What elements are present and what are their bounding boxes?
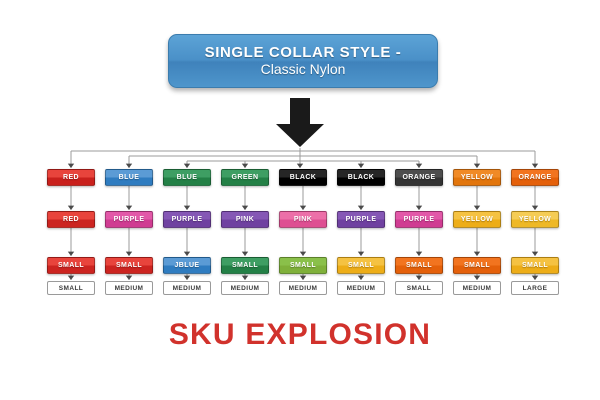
color-row-node: BLUE xyxy=(163,169,211,186)
sku-row-node: MEDIUM xyxy=(163,281,211,295)
color-row-node: BLACK xyxy=(279,169,327,186)
size-row-node: SMALL xyxy=(395,257,443,274)
color-row-node: YELLOW xyxy=(453,169,501,186)
variant-row-node: PURPLE xyxy=(105,211,153,228)
variant-row-node: RED xyxy=(47,211,95,228)
variant-row-node: PURPLE xyxy=(163,211,211,228)
header-box: SINGLE COLLAR STYLE - Classic Nylon xyxy=(168,34,438,88)
size-row-node: SMALL xyxy=(47,257,95,274)
header-title-line1: SINGLE COLLAR STYLE - xyxy=(204,43,402,61)
color-row-node: RED xyxy=(47,169,95,186)
sku-row-node: MEDIUM xyxy=(105,281,153,295)
down-arrow-icon xyxy=(276,98,324,147)
sku-row-node: MEDIUM xyxy=(279,281,327,295)
size-row-node: JBLUE xyxy=(163,257,211,274)
size-row-node: SMALL xyxy=(279,257,327,274)
size-row-node: SMALL xyxy=(453,257,501,274)
sku-explosion-title: SKU EXPLOSION xyxy=(168,318,432,351)
color-row-node: ORANGE xyxy=(395,169,443,186)
size-row-node: SMALL xyxy=(337,257,385,274)
color-row-node: GREEN xyxy=(221,169,269,186)
size-row-node: SMALL xyxy=(511,257,559,274)
variant-row-node: PINK xyxy=(221,211,269,228)
size-row-node: SMALL xyxy=(105,257,153,274)
sku-row-node: MEDIUM xyxy=(337,281,385,295)
variant-row-node: YELLOW xyxy=(511,211,559,228)
variant-row-node: PINK xyxy=(279,211,327,228)
variant-row-node: PURPLE xyxy=(337,211,385,228)
variant-row-node: YELLOW xyxy=(453,211,501,228)
header-title-line2: Classic Nylon xyxy=(260,60,346,77)
sku-row-node: SMALL xyxy=(395,281,443,295)
color-row-node: BLUE xyxy=(105,169,153,186)
sku-row-node: SMALL xyxy=(47,281,95,295)
sku-row-node: MEDIUM xyxy=(221,281,269,295)
sku-row-node: MEDIUM xyxy=(453,281,501,295)
color-row-node: BLACK xyxy=(337,169,385,186)
sku-row-node: LARGE xyxy=(511,281,559,295)
color-row-node: ORANGE xyxy=(511,169,559,186)
variant-row-node: PURPLE xyxy=(395,211,443,228)
size-row-node: SMALL xyxy=(221,257,269,274)
